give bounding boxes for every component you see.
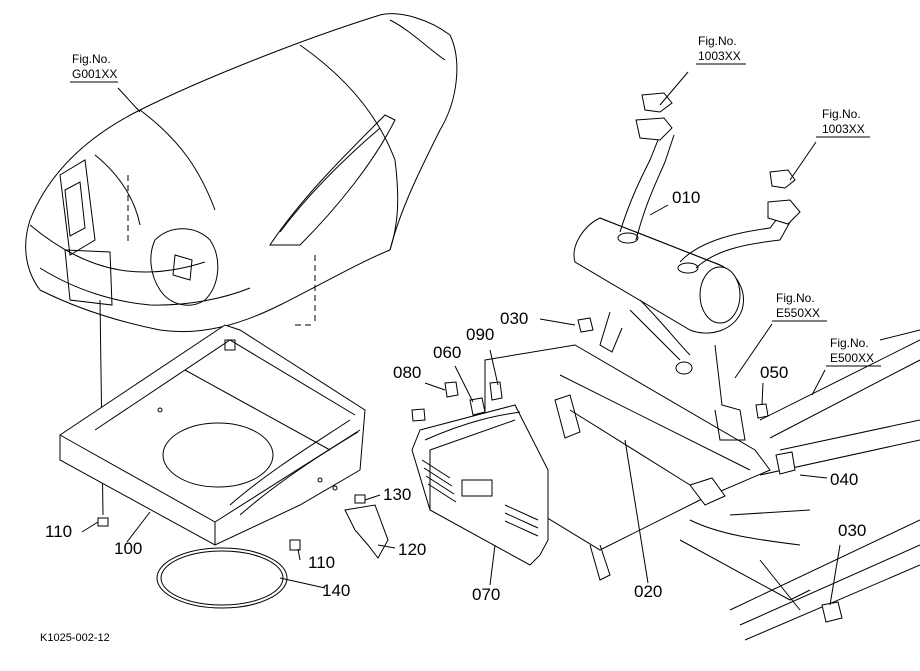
- callout-060: 060: [433, 343, 461, 362]
- callout-080: 080: [393, 363, 421, 382]
- svg-text:G001XX: G001XX: [72, 67, 117, 81]
- callout-110-left: 110: [45, 522, 72, 541]
- hood-drawing: [25, 13, 458, 516]
- svg-text:1003XX: 1003XX: [822, 122, 865, 136]
- callout-120: 120: [398, 540, 426, 559]
- frame-drawing: [484, 317, 920, 641]
- muffler-drawing: [573, 92, 801, 441]
- svg-text:Fig.No.: Fig.No.: [698, 34, 737, 48]
- diagram-code: K1025-002-12: [40, 632, 110, 644]
- cover-drawing: [411, 381, 549, 566]
- fig-ref-e550xx: Fig.No. E550XX: [772, 291, 827, 322]
- callout-090: 090: [466, 325, 494, 344]
- callout-020: 020: [634, 582, 662, 601]
- callout-040: 040: [830, 470, 858, 489]
- svg-text:Fig.No.: Fig.No.: [72, 52, 111, 66]
- fig-ref-1003xx-a: Fig.No. 1003XX: [696, 34, 746, 65]
- fig-ref-e500xx: Fig.No. E500XX: [826, 336, 881, 367]
- callout-130: 130: [383, 485, 411, 504]
- svg-text:Fig.No.: Fig.No.: [776, 291, 815, 305]
- svg-text:E500XX: E500XX: [830, 351, 874, 365]
- fig-ref-g001xx: Fig.No. G001XX: [70, 52, 118, 83]
- callout-140: 140: [322, 581, 350, 600]
- tray-drawing: [59, 324, 389, 609]
- fig-ref-1003xx-b: Fig.No. 1003XX: [816, 107, 870, 138]
- callout-030-upper: 030: [500, 309, 528, 328]
- svg-text:Fig.No.: Fig.No.: [822, 107, 861, 121]
- svg-text:Fig.No.: Fig.No.: [830, 336, 869, 350]
- callout-010: 010: [672, 188, 700, 207]
- svg-text:1003XX: 1003XX: [698, 49, 741, 63]
- leader-lines: [81, 71, 841, 606]
- callout-070: 070: [472, 585, 500, 604]
- callout-110-right: 110: [308, 553, 335, 572]
- callout-100: 100: [114, 539, 142, 558]
- svg-text:E550XX: E550XX: [776, 306, 820, 320]
- callout-030-lower: 030: [838, 521, 866, 540]
- callout-050: 050: [760, 363, 788, 382]
